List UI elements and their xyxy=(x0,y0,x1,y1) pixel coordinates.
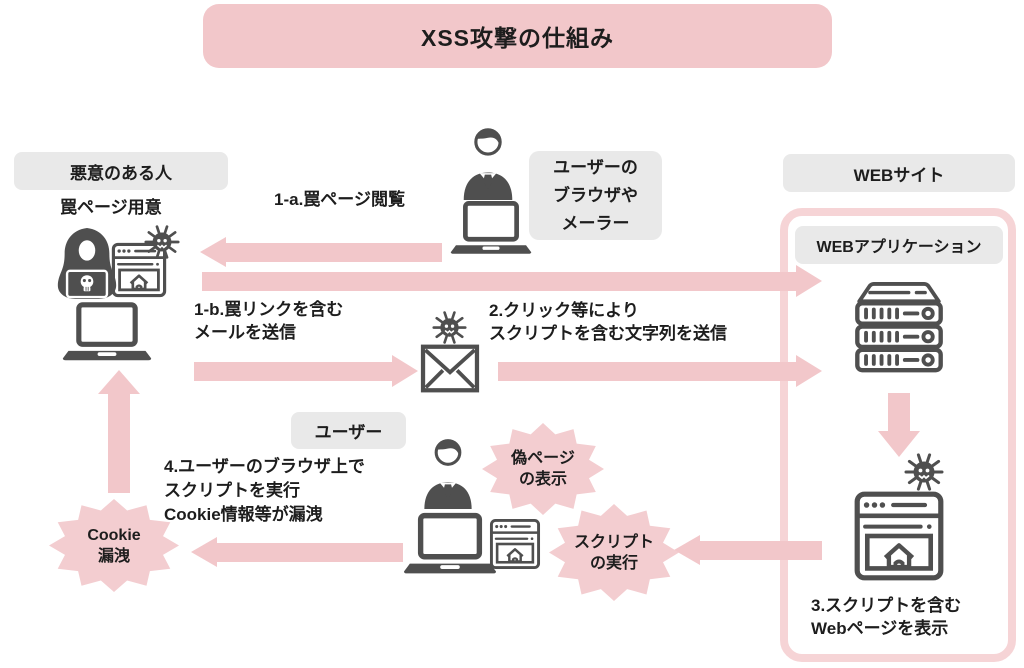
note-line: 2.クリック等により xyxy=(489,301,639,320)
arrowhead-down xyxy=(878,431,920,457)
arrow-cookie-leak-to-attacker xyxy=(98,370,140,493)
burst-line: スクリプト xyxy=(573,533,654,551)
browser-icon xyxy=(489,515,541,573)
note-step-2: 2.クリック等により スクリプトを含む文字列を送信 xyxy=(489,299,727,345)
burst-line: 漏洩 xyxy=(97,547,130,565)
arrow-webapp-down-to-page xyxy=(878,393,920,457)
burst-cookie-leak: Cookie 漏洩 xyxy=(49,499,179,592)
label-line: ブラウザや xyxy=(553,185,638,205)
arrow-1b-attacker-to-mail xyxy=(194,355,418,387)
label-user: ユーザー xyxy=(291,412,406,449)
label-line: メーラー xyxy=(561,213,630,233)
burst-line: の表示 xyxy=(518,471,567,488)
title-banner: XSS攻撃の仕組み xyxy=(203,4,832,68)
arrowhead-left xyxy=(191,537,217,567)
label-attacker: 悪意のある人 xyxy=(14,152,228,190)
label-user-browser-mailer: ユーザーの ブラウザや メーラー xyxy=(529,151,662,240)
label-website: WEBサイト xyxy=(783,154,1015,192)
laptop-icon xyxy=(60,302,154,364)
server-icon xyxy=(850,280,948,375)
burst-fake-page-display: 偽ページ の表示 xyxy=(482,423,604,515)
note-line: Cookie情報等が漏洩 xyxy=(164,505,323,524)
burst-line: 偽ページ xyxy=(511,450,575,467)
note-line: Webページを表示 xyxy=(811,619,949,638)
laptop-icon xyxy=(403,512,497,578)
user-person-icon xyxy=(452,124,524,200)
infected-browser-icon xyxy=(852,487,946,585)
arrowhead-left xyxy=(674,535,700,565)
note-line: メールを送信 xyxy=(194,323,296,342)
virus-icon xyxy=(432,310,467,345)
label-web-application: WEBアプリケーション xyxy=(795,226,1003,264)
arrowhead-left xyxy=(200,237,226,267)
note-step-3: 3.スクリプトを含む Webページを表示 xyxy=(811,594,961,640)
arrow-2-mail-to-webapp xyxy=(498,355,822,387)
virus-icon xyxy=(904,452,944,492)
arrow-1a-user-to-attacker xyxy=(200,237,442,267)
arrowhead-right xyxy=(796,355,822,387)
note-line: 3.スクリプトを含む xyxy=(811,596,962,615)
label-line: ユーザーの xyxy=(553,157,638,177)
note-line: スクリプトを実行 xyxy=(164,481,300,500)
note-line: スクリプトを含む文字列を送信 xyxy=(489,324,727,343)
virus-icon xyxy=(144,224,180,260)
arrowhead-right xyxy=(392,355,418,387)
arrowhead-right xyxy=(796,265,822,297)
user-person-icon xyxy=(414,435,482,509)
arrow-page-to-script-exec xyxy=(674,533,822,567)
burst-line: Cookie xyxy=(87,526,141,544)
arrow-user-to-cookie-leak xyxy=(191,535,403,569)
burst-line: の実行 xyxy=(589,554,638,572)
note-step-4: 4.ユーザーのブラウザ上で スクリプトを実行 Cookie情報等が漏洩 xyxy=(164,455,365,527)
note-step-1b: 1-b.罠リンクを含む メールを送信 xyxy=(194,298,343,344)
laptop-icon xyxy=(450,199,532,259)
note-trap-page-prepare: 罠ページ用意 xyxy=(60,198,162,217)
note-line: 4.ユーザーのブラウザ上で xyxy=(164,457,365,476)
hacker-icon xyxy=(52,226,122,304)
note-step-1a: 1-a.罠ページ閲覧 xyxy=(274,190,405,209)
page-title: XSS攻撃の仕組み xyxy=(420,25,615,51)
website-box-outline xyxy=(780,208,1016,662)
arrow-attacker-to-webapp xyxy=(202,265,822,297)
arrowhead-up xyxy=(98,370,140,394)
mail-envelope-icon xyxy=(419,342,481,395)
burst-script-execution: スクリプト の実行 xyxy=(549,504,679,601)
note-line: 1-b.罠リンクを含む xyxy=(194,300,344,319)
